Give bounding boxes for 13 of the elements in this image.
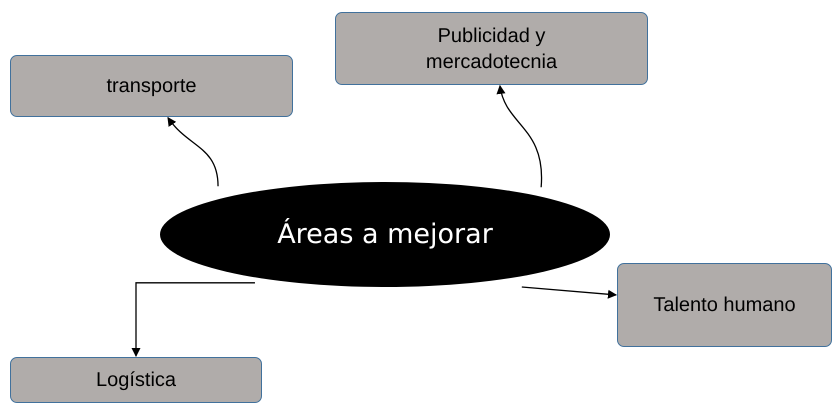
- node-label: Publicidad y mercadotecnia: [424, 24, 558, 74]
- topic-box: [10, 357, 262, 403]
- topic-box: [10, 55, 293, 117]
- topic-box: [617, 263, 832, 347]
- node-label: Talento humano: [653, 293, 796, 318]
- arrow: [497, 84, 542, 188]
- node-label: Áreas a mejorar: [277, 219, 493, 250]
- node-label: transporte: [106, 74, 197, 99]
- arrow: [131, 282, 255, 357]
- node-label: Logística: [96, 368, 176, 393]
- arrow: [522, 286, 618, 299]
- arrow: [167, 116, 219, 186]
- topic-box: [335, 12, 648, 85]
